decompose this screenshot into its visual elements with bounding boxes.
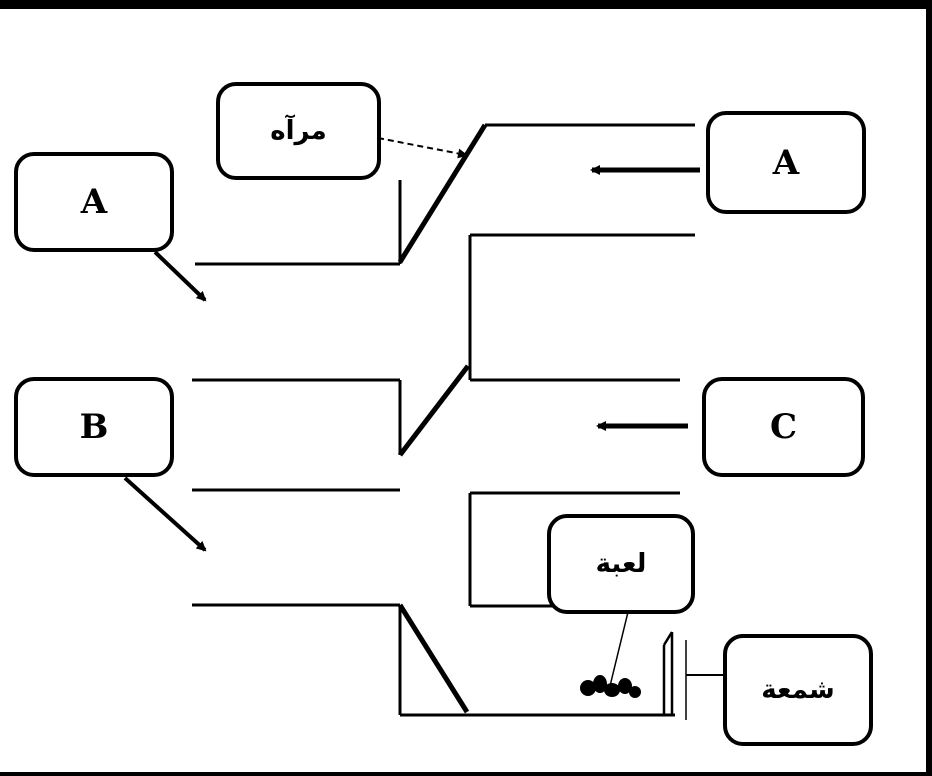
periscope-middle xyxy=(192,378,402,492)
label-box-a-left: A xyxy=(14,152,174,252)
pointer-arrow-b xyxy=(123,476,207,552)
mirror-label-box: مرآه xyxy=(216,82,381,180)
mirror-line xyxy=(398,364,470,457)
periscope-top xyxy=(195,123,695,382)
periscope-bottom xyxy=(192,491,680,717)
label-box-a-right: A xyxy=(706,111,866,214)
label-b: B xyxy=(79,407,109,447)
label-a-right: A xyxy=(772,142,800,183)
label-a-left: A xyxy=(80,182,108,222)
mirror-pointer xyxy=(377,137,468,159)
label-box-c: C xyxy=(702,377,865,477)
label-c: C xyxy=(769,407,798,447)
toy-pointer xyxy=(609,611,629,687)
toy-label: لعبة xyxy=(595,549,647,579)
label-box-b: B xyxy=(14,377,174,477)
candle-top xyxy=(662,631,674,646)
mirror-label: مرآه xyxy=(270,116,327,146)
mirror-line xyxy=(397,123,488,264)
toy-label-box: لعبة xyxy=(547,514,695,614)
mirror-line xyxy=(397,603,470,714)
candle-label: شمعة xyxy=(761,675,835,705)
pointer-arrow-a xyxy=(153,250,207,302)
candle-label-box: شمعة xyxy=(723,634,873,746)
candle-object xyxy=(662,631,687,720)
toy-object xyxy=(580,675,641,698)
